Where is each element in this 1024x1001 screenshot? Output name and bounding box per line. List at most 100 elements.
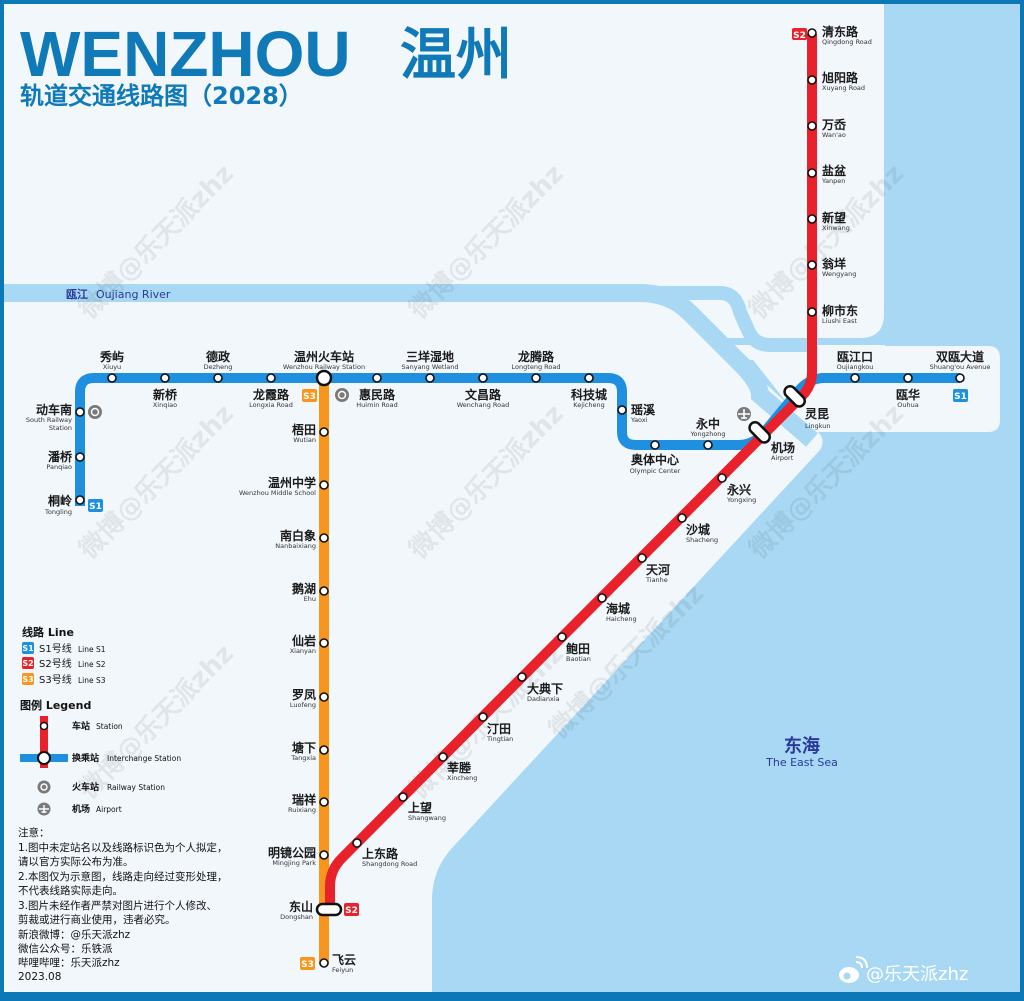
station-mingjing-park[interactable]: 明镜公园 Mingjing Park	[268, 845, 316, 867]
station-wutian[interactable]: 梧田 Wutian	[292, 422, 316, 444]
svg-text:秀屿: 秀屿	[99, 349, 124, 364]
station-ehu[interactable]: 鹅湖 Ehu	[292, 581, 316, 603]
station-luofeng[interactable]: 罗凤 Luofeng	[290, 687, 316, 709]
interchange-airport[interactable]	[747, 420, 772, 445]
station-olympic-center[interactable]: 奥体中心 Olympic Center	[630, 452, 681, 475]
station-icon	[39, 721, 49, 731]
station-tingtian[interactable]: 汀田 Tingtian	[486, 721, 513, 743]
station-longteng-road[interactable]: 龙腾路 Longteng Road	[512, 349, 561, 371]
svg-text:Yongzhong: Yongzhong	[689, 430, 725, 438]
station-kejicheng[interactable]: 科技城 Kejicheng	[571, 387, 607, 409]
station-yaoxi[interactable]: 瑶溪 Yaoxi	[630, 402, 656, 424]
svg-text:S3号线: S3号线	[39, 673, 72, 686]
station-xinqiao[interactable]: 新桥 Xinqiao	[153, 387, 178, 409]
station-huimin-road[interactable]: 惠民路 Huimin Road	[356, 387, 397, 409]
svg-text:S2: S2	[22, 659, 33, 668]
svg-text:机场: 机场	[72, 803, 90, 815]
station-xiuyu[interactable]: 秀屿 Xiuyu	[99, 349, 124, 371]
station-dongshan[interactable]: 东山 Dongshan	[280, 899, 313, 921]
station-qingdong-road[interactable]: 清东路 Qingdong Road	[822, 24, 872, 46]
station-ouhua[interactable]: 瓯华 Ouhua	[896, 387, 920, 409]
station-sanyang-wetland[interactable]: 三垟湿地 Sanyang Wetland	[402, 349, 459, 371]
svg-text:Ehu: Ehu	[304, 595, 316, 603]
station-nanbaixiang[interactable]: 南白象 Nanbaixiang	[275, 528, 316, 550]
station-shuangou-avenue[interactable]: 双瓯大道 Shuang'ou Avenue	[930, 349, 991, 371]
svg-text:Tangxia: Tangxia	[290, 754, 316, 762]
svg-text:Qingdong Road: Qingdong Road	[822, 38, 872, 46]
title-cn: 温州	[400, 23, 512, 88]
station-shacheng[interactable]: 沙城 Shacheng	[686, 522, 718, 544]
station-lingkun[interactable]: 灵昆 Lingkun	[805, 406, 830, 430]
svg-text:新浪微博：@乐天派zhz: 新浪微博：@乐天派zhz	[18, 928, 131, 941]
svg-text:瓯华: 瓯华	[896, 387, 920, 402]
station-xincheng[interactable]: 莘塍 Xincheng	[447, 760, 477, 782]
station-dezheng[interactable]: 德政 Dezheng	[204, 349, 233, 371]
badge-s1-east: S1	[953, 389, 968, 402]
station-xinwang[interactable]: 新望 Xinwang	[822, 210, 850, 232]
svg-text:柳市东: 柳市东	[822, 303, 858, 318]
station-tianhe[interactable]: 天河 Tianhe	[645, 562, 670, 584]
station-ruixiang[interactable]: 瑞祥 Ruixiang	[288, 792, 316, 814]
station-yongzhong[interactable]: 永中 Yongzhong	[689, 416, 725, 438]
railway-station-icon	[37, 780, 51, 794]
legend-lines-title: 线路 Line	[22, 625, 74, 639]
svg-text:请以官方实际公布为准。: 请以官方实际公布为准。	[18, 855, 134, 868]
svg-text:Mingjing Park: Mingjing Park	[272, 859, 316, 867]
weibo-watermark: @乐天派zhz	[839, 956, 968, 985]
svg-text:Tingtian: Tingtian	[486, 735, 513, 743]
station-yanpen[interactable]: 盐盆 Yanpen	[821, 163, 847, 185]
svg-text:Dadianxia: Dadianxia	[527, 695, 560, 703]
oujiang-river	[4, 284, 818, 447]
svg-text:Shacheng: Shacheng	[686, 536, 718, 544]
station-shangdong-road[interactable]: 上东路 Shangdong Road	[362, 846, 417, 868]
north-bank	[700, 4, 884, 326]
station-xianyan[interactable]: 仙岩 Xianyan	[290, 633, 316, 655]
station-airport[interactable]: 机场 Airport	[771, 440, 795, 462]
svg-text:Ouhua: Ouhua	[897, 401, 918, 409]
svg-text:剪裁或进行商业使用，违者必究。: 剪裁或进行商业使用，违者必究。	[18, 913, 176, 926]
station-wanao[interactable]: 万岙 Wan'ao	[821, 117, 847, 139]
legend-line-s3: S3 S3号线 Line S3	[22, 673, 106, 686]
station-tongling[interactable]: 桐岭 Tongling	[44, 493, 72, 516]
station-yongxing[interactable]: 永兴 Yongxing	[726, 482, 756, 504]
badge-s1-west: S1	[88, 499, 103, 512]
lingkun-island	[742, 346, 1000, 432]
station-wengyang[interactable]: 翁垟 Wengyang	[822, 256, 856, 278]
interchange-wenzhou-railway-station[interactable]	[315, 369, 333, 387]
svg-text:Tongling: Tongling	[44, 508, 72, 516]
svg-text:Xincheng: Xincheng	[447, 774, 477, 782]
station-oujiangkou[interactable]: 瓯江口 Oujiangkou	[837, 349, 874, 371]
svg-text:Feiyun: Feiyun	[332, 966, 353, 974]
svg-text:2.本图仅为示意图，线路走向经过变形处理，: 2.本图仅为示意图，线路走向经过变形处理，	[18, 870, 228, 883]
station-wenzhou-middle-school[interactable]: 温州中学 Wenzhou Middle School	[239, 475, 316, 497]
notes: 注意： 1.图中未定站名以及线路标识色为个人拟定， 请以官方实际公布为准。 2.…	[18, 826, 228, 983]
station-haicheng[interactable]: 海城 Haicheng	[606, 601, 637, 623]
svg-text:S1: S1	[954, 392, 967, 402]
station-panqiao[interactable]: 潘桥 Panqiao	[46, 449, 73, 471]
station-liushi-east[interactable]: 柳市东 Liushi East	[822, 303, 858, 325]
station-baotian[interactable]: 鲍田 Baotian	[566, 641, 591, 663]
svg-text:Xinqiao: Xinqiao	[153, 401, 177, 409]
station-dadianxia[interactable]: 大典下 Dadianxia	[527, 681, 563, 703]
station-south-railway-station[interactable]: 动车南 South Railway Station	[26, 402, 72, 432]
svg-text:南白象: 南白象	[280, 528, 316, 543]
station-feiyun[interactable]: 飞云 Feiyun	[332, 953, 356, 974]
interchange-lingkun[interactable]	[782, 384, 807, 409]
east-sea	[432, 4, 1020, 992]
svg-text:Shangdong Road: Shangdong Road	[362, 860, 417, 868]
interchange-dongshan[interactable]	[315, 902, 343, 917]
badge-s3-south: S3	[300, 957, 315, 970]
weibo-logo-icon	[839, 956, 868, 983]
svg-text:Lingkun: Lingkun	[805, 422, 830, 430]
station-wenzhou-railway-station[interactable]: 温州火车站 Wenzhou Railway Station	[283, 349, 365, 371]
station-wenchang-road[interactable]: 文昌路 Wenchang Road	[457, 387, 509, 409]
svg-text:瓯江口: 瓯江口	[837, 349, 873, 364]
svg-text:S2: S2	[793, 31, 806, 41]
station-xuyang-road[interactable]: 旭阳路 Xuyang Road	[821, 70, 865, 92]
station-shangwang[interactable]: 上望 Shangwang	[408, 800, 446, 822]
station-tangxia[interactable]: 塘下 Tangxia	[290, 740, 316, 762]
station-longxia-road[interactable]: 龙霞路 Longxia Road	[249, 387, 293, 409]
svg-text:上东路: 上东路	[362, 846, 399, 861]
station-dots	[75, 28, 965, 968]
svg-text:文昌路: 文昌路	[465, 387, 502, 402]
